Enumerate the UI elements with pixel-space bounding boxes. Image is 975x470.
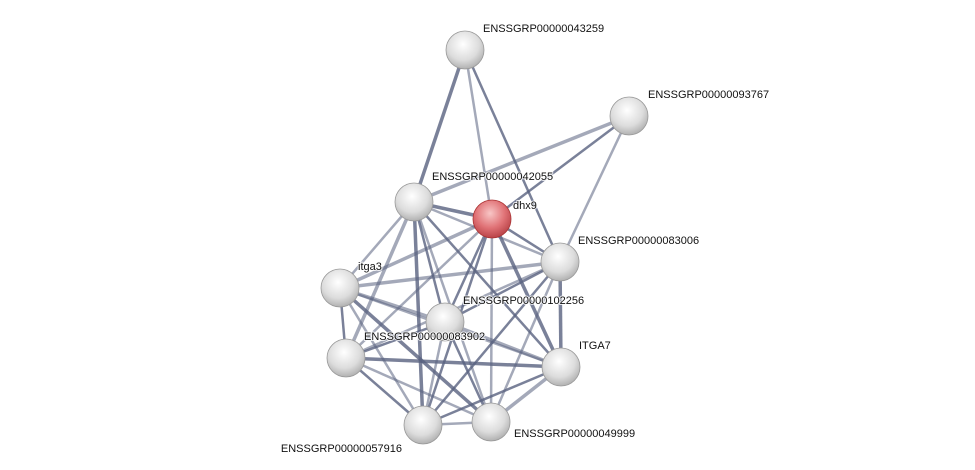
edge-n42055-itga7[interactable] bbox=[413, 201, 562, 368]
edge-itga3-n49999[interactable] bbox=[338, 286, 493, 424]
edge-n83006-n102256[interactable] bbox=[444, 260, 561, 324]
node-n57916[interactable] bbox=[403, 405, 443, 445]
node-label-n83006: ENSSGRP00000083006 bbox=[578, 235, 699, 247]
node-label-n83902: ENSSGRP00000083902 bbox=[364, 331, 485, 343]
edge-n43259-dhx9[interactable] bbox=[463, 49, 494, 220]
node-label-itga3: itga3 bbox=[358, 261, 382, 273]
edge-n93767-dhx9[interactable] bbox=[491, 115, 630, 220]
edge-n43259-n42055[interactable] bbox=[412, 49, 467, 203]
edge-n83006-n49999[interactable] bbox=[489, 261, 562, 423]
edge-n83006-itga3[interactable] bbox=[339, 260, 561, 290]
node-itga3[interactable] bbox=[320, 268, 360, 308]
node-n43259[interactable] bbox=[445, 30, 485, 70]
node-label-n93767: ENSSGRP00000093767 bbox=[648, 89, 769, 101]
edge-n83902-n49999[interactable] bbox=[345, 356, 492, 424]
edge-dhx9-itga7[interactable] bbox=[490, 218, 563, 368]
edge-dhx9-n83902[interactable] bbox=[345, 218, 493, 359]
node-n42055[interactable] bbox=[394, 182, 434, 222]
node-label-n42055: ENSSGRP00000042055 bbox=[432, 171, 553, 183]
node-label-n43259: ENSSGRP00000043259 bbox=[483, 23, 604, 35]
edge-dhx9-n49999[interactable] bbox=[489, 218, 494, 423]
node-label-n57916: ENSSGRP00000057916 bbox=[281, 443, 402, 455]
node-label-dhx9: dhx9 bbox=[513, 200, 537, 212]
node-itga7[interactable] bbox=[541, 347, 581, 387]
edge-n42055-n102256[interactable] bbox=[412, 201, 447, 323]
node-n83902[interactable] bbox=[326, 338, 366, 378]
edge-n102256-itga7[interactable] bbox=[444, 320, 562, 369]
node-n102256[interactable] bbox=[425, 302, 465, 342]
edge-itga3-n57916[interactable] bbox=[338, 287, 425, 426]
node-dhx9[interactable] bbox=[472, 199, 512, 239]
node-label-n102256: ENSSGRP00000102256 bbox=[463, 295, 584, 307]
node-n83006[interactable] bbox=[540, 242, 580, 282]
node-label-itga7: ITGA7 bbox=[579, 340, 611, 352]
edge-n42055-n83902[interactable] bbox=[344, 201, 416, 359]
node-label-n49999: ENSSGRP00000049999 bbox=[514, 428, 635, 440]
edge-n43259-n83006[interactable] bbox=[463, 49, 562, 263]
edge-n83006-n57916[interactable] bbox=[422, 261, 561, 426]
edge-dhx9-itga3[interactable] bbox=[339, 217, 493, 290]
edge-n93767-n42055[interactable] bbox=[413, 114, 630, 204]
edge-n93767-n83006[interactable] bbox=[558, 115, 631, 263]
node-n93767[interactable] bbox=[609, 96, 649, 136]
edge-itga7-n57916[interactable] bbox=[422, 365, 562, 427]
edge-n83902-itga7[interactable] bbox=[345, 356, 562, 369]
node-n49999[interactable] bbox=[471, 402, 511, 442]
